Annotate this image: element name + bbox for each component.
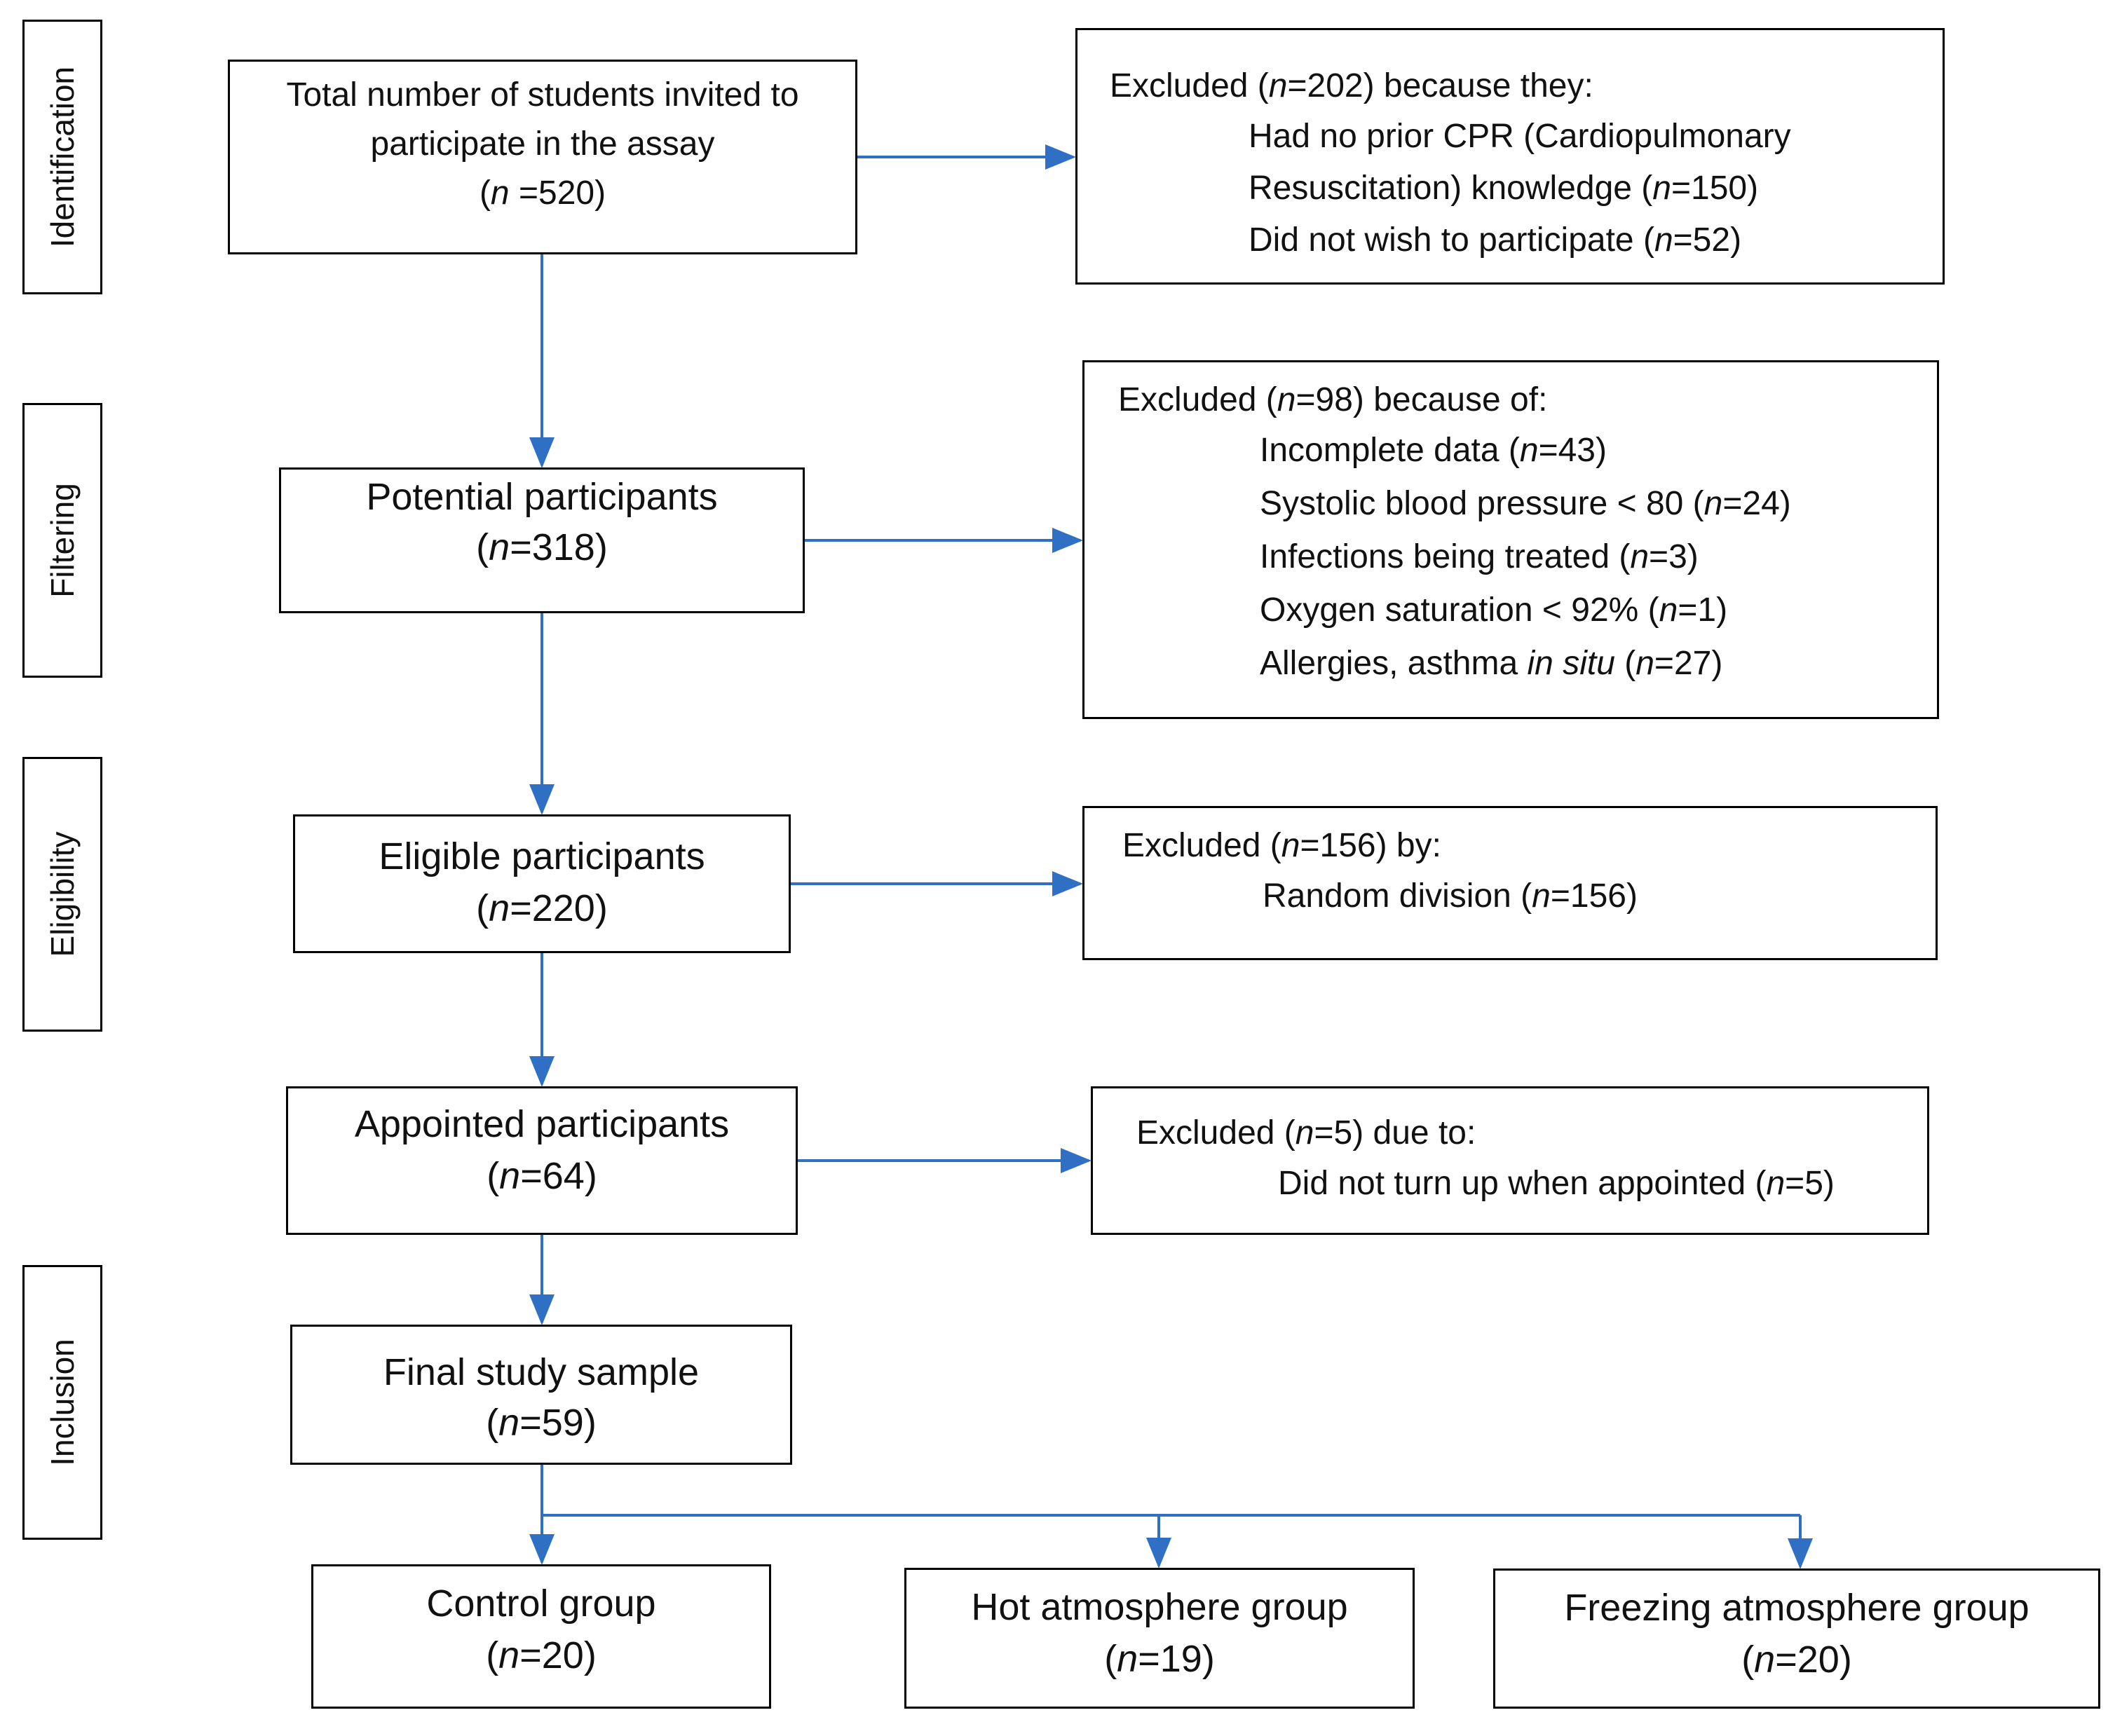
exclusion-filtering-box: Excluded (n=98) because of: Incomplete d…	[1082, 360, 1939, 719]
hot-atmosphere-group-name: Hot atmosphere group	[971, 1586, 1348, 1628]
eligible-participants-title: Eligible participants	[379, 835, 705, 877]
exclusion-filtering-item: Oxygen saturation < 92% (n=1)	[1260, 592, 1728, 629]
potential-participants-count: (n=318)	[476, 526, 608, 568]
control-group-name: Control group	[426, 1583, 656, 1625]
total-invited-title-line1: Total number of students invited to	[286, 76, 799, 114]
exclusion-eligibility-header: Excluded (n=156) by:	[1122, 827, 1441, 864]
appointed-participants-title: Appointed participants	[354, 1103, 730, 1145]
exclusion-identification-header: Excluded (n=202) because they:	[1110, 67, 1593, 104]
appointed-participants-count: (n=64)	[487, 1155, 597, 1197]
final-sample-count: (n=59)	[486, 1402, 597, 1444]
eligible-participants-count: (n=220)	[476, 887, 608, 929]
potential-participants-title: Potential participants	[366, 476, 718, 518]
exclusion-filtering-item: Infections being treated (n=3)	[1260, 538, 1699, 575]
total-invited-box: Total number of students invited to part…	[228, 60, 857, 254]
exclusion-identification-box: Excluded (n=202) because they: Had no pr…	[1075, 28, 1945, 285]
hot-atmosphere-group-count: (n=19)	[1104, 1638, 1215, 1680]
hot-atmosphere-group-box: Hot atmosphere group (n=19)	[904, 1568, 1415, 1709]
final-sample-box: Final study sample (n=59)	[290, 1325, 792, 1465]
exclusion-filtering-item: Incomplete data (n=43)	[1260, 432, 1607, 469]
potential-participants-box: Potential participants (n=318)	[279, 467, 805, 613]
total-invited-title-line2: participate in the assay	[370, 125, 715, 163]
exclusion-identification-item1-line1: Had no prior CPR (Cardiopulmonary	[1249, 118, 1791, 155]
exclusion-filtering-header: Excluded (n=98) because of:	[1118, 381, 1548, 418]
stage-label-identification-box	[22, 20, 102, 294]
stage-label-inclusion-box	[22, 1265, 102, 1540]
exclusion-appointment-item: Did not turn up when appointed (n=5)	[1278, 1165, 1835, 1202]
appointed-participants-box: Appointed participants (n=64)	[286, 1086, 798, 1235]
exclusion-eligibility-item: Random division (n=156)	[1263, 877, 1638, 915]
exclusion-identification-item2: Did not wish to participate (n=52)	[1249, 221, 1742, 259]
exclusion-appointment-header: Excluded (n=5) due to:	[1136, 1114, 1476, 1151]
exclusion-eligibility-box: Excluded (n=156) by: Random division (n=…	[1082, 806, 1938, 960]
freezing-atmosphere-group-name: Freezing atmosphere group	[1564, 1587, 2029, 1629]
freezing-atmosphere-group-box: Freezing atmosphere group (n=20)	[1493, 1568, 2100, 1709]
exclusion-identification-item1-line2: Resuscitation) knowledge (n=150)	[1249, 170, 1759, 207]
freezing-atmosphere-group-count: (n=20)	[1741, 1639, 1852, 1681]
exclusion-filtering-item: Systolic blood pressure < 80 (n=24)	[1260, 485, 1791, 522]
total-invited-count: (n =520)	[479, 175, 606, 212]
control-group-count: (n=20)	[486, 1634, 597, 1676]
eligible-participants-box: Eligible participants (n=220)	[293, 814, 791, 953]
stage-label-eligibility-box	[22, 757, 102, 1032]
exclusion-filtering-item: Allergies, asthma in situ (n=27)	[1260, 645, 1723, 682]
final-sample-title: Final study sample	[383, 1351, 700, 1393]
stage-label-filtering-box	[22, 403, 102, 678]
control-group-box: Control group (n=20)	[311, 1564, 771, 1709]
exclusion-appointment-box: Excluded (n=5) due to: Did not turn up w…	[1091, 1086, 1929, 1235]
